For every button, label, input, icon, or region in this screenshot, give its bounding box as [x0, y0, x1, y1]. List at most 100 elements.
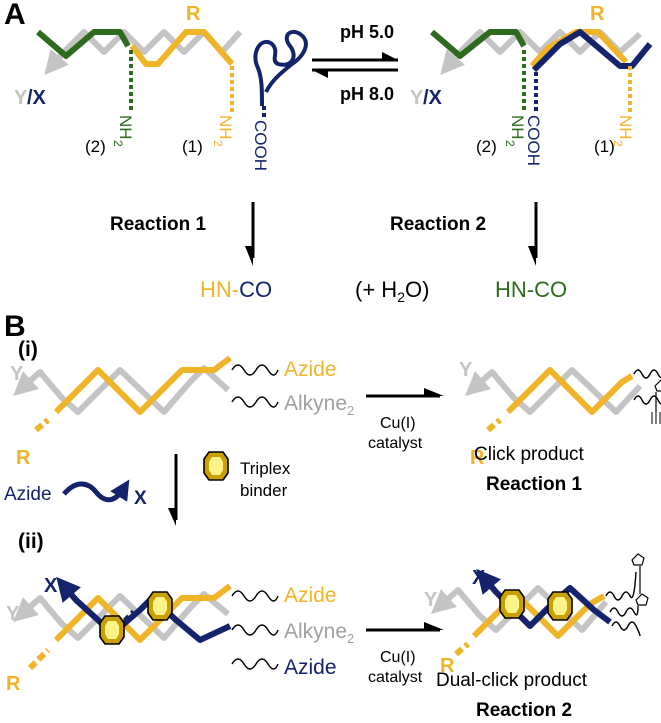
- amide-product-left: HN-CO: [200, 277, 272, 302]
- label-r-ii: R: [6, 673, 21, 695]
- reaction-1-label: Reaction 1: [110, 214, 207, 235]
- amide-product-right: HN-CO: [495, 277, 567, 302]
- triplex-binder-icon-2: [147, 591, 173, 621]
- reaction-2-label: Reaction 2: [390, 214, 486, 235]
- panel-a-left-duplex: [36, 29, 308, 120]
- gold-strand-helix: [53, 355, 232, 415]
- catalyst-arrow-top: [366, 388, 444, 398]
- dual-linker-bottom: [611, 621, 641, 637]
- svg-text:NH: NH: [616, 115, 635, 140]
- label-y-click: Y: [459, 359, 473, 381]
- navy-strand-right: [531, 29, 653, 73]
- panel-b-label: B: [4, 310, 26, 343]
- label-r-left: R: [186, 3, 201, 25]
- navy-strand: [476, 568, 612, 629]
- label-r-right: R: [590, 3, 605, 25]
- panel-a-label: A: [4, 0, 26, 31]
- down-arrow-middle: [168, 454, 178, 526]
- navy-coil: [253, 29, 308, 107]
- catalyst-bottom-line1: Cu(I): [380, 649, 416, 666]
- step-ii-label: (ii): [18, 530, 44, 553]
- click-product-caption: Click product: [474, 444, 585, 465]
- label-y-dual: Y: [424, 589, 438, 611]
- water-byproduct: (+ H2O): [355, 277, 429, 305]
- gold-strand: [454, 641, 470, 657]
- middle-azide-label: Azide: [4, 484, 52, 505]
- alkyne-linker: [231, 624, 279, 636]
- catalyst-top-line1: Cu(I): [380, 415, 416, 432]
- alkyne-linker: [231, 396, 279, 408]
- svg-text:2: 2: [211, 140, 225, 147]
- azide-x-strand: [62, 479, 130, 503]
- triazole-ring-2: [635, 593, 649, 606]
- navy-dash: [533, 603, 553, 623]
- azide-label-ii-1: Azide: [284, 584, 337, 607]
- reaction-1-arrow: [245, 202, 255, 266]
- gold-strand: [27, 647, 51, 671]
- click-linker-bottom: [633, 395, 661, 405]
- step-i-duplex: [13, 355, 279, 433]
- group-number-2-right: (2): [476, 137, 497, 156]
- triplex-binder-icon-4: [547, 591, 573, 621]
- catalyst-top-line2: catalyst: [368, 435, 423, 452]
- panel-a: A R Y /X NH 2 NH 2 COOH (2) (1): [4, 0, 653, 305]
- reaction-2-arrow: [528, 202, 538, 266]
- alkyne-bond: [651, 412, 661, 424]
- triplex-binder-icon-3: [499, 589, 525, 619]
- green-strand-segment: [36, 29, 131, 59]
- label-y-left: Y: [14, 87, 28, 109]
- group-number-2-left: (2): [85, 137, 106, 156]
- dual-click-reaction: Reaction 2: [476, 700, 572, 721]
- azide-linker: [231, 364, 279, 376]
- gold-strand: [34, 417, 50, 433]
- label-y-right: Y: [410, 87, 424, 109]
- svg-text:NH: NH: [508, 115, 527, 140]
- svg-text:2: 2: [611, 140, 625, 147]
- nh2-group-1-left: NH 2: [211, 115, 235, 147]
- label-x-right: /X: [423, 87, 443, 109]
- dual-linker-top: [605, 571, 637, 601]
- gray-strand: [465, 367, 643, 415]
- label-y-ii: Y: [6, 603, 20, 625]
- catalyst-arrow-bottom: [366, 622, 444, 632]
- green-strand-right: [430, 29, 527, 59]
- svg-text:NH: NH: [116, 115, 135, 140]
- binder-line1: Triplex: [240, 459, 291, 478]
- alkyne-label-i: Alkyne2: [284, 392, 354, 418]
- label-x-dual: X: [472, 567, 486, 589]
- svg-text:COOH: COOH: [251, 120, 270, 171]
- binder-line2: binder: [240, 481, 288, 500]
- click-linker-top: [633, 369, 661, 379]
- gold-strand-segment: [129, 29, 235, 67]
- svg-text:COOH: COOH: [524, 115, 543, 166]
- svg-text:2: 2: [503, 140, 517, 147]
- gray-strand: [431, 585, 609, 633]
- label-r-dual: R: [440, 655, 455, 677]
- gray-strand: [13, 365, 231, 415]
- middle-x-label: X: [134, 488, 147, 509]
- triplex-binder-icon: [203, 451, 229, 481]
- label-y-i: Y: [10, 363, 24, 385]
- nh2-group-2-left: NH 2: [111, 115, 135, 147]
- label-r-i: R: [16, 447, 31, 469]
- dual-linker-mid: [609, 605, 639, 617]
- nh2-group-2-right: NH 2: [503, 115, 527, 147]
- click-product-duplex: [465, 367, 661, 433]
- navy-strand: [56, 576, 232, 643]
- equilibrium-arrows: pH 5.0 pH 8.0: [312, 22, 398, 104]
- nh2-group-1-right: NH 2: [611, 115, 635, 147]
- label-x-left: /X: [27, 87, 47, 109]
- ph-top-label: pH 5.0: [340, 22, 394, 42]
- triazole-ring-1: [631, 553, 645, 566]
- azide-linker-1: [231, 590, 279, 602]
- group-number-1-left: (1): [182, 137, 203, 156]
- azide-label-ii-2: Azide: [284, 656, 337, 679]
- panel-a-right-duplex: [430, 29, 653, 112]
- label-x-ii: X: [44, 575, 58, 597]
- gold-strand-helix: [505, 367, 634, 415]
- azide-label-i: Azide: [284, 358, 337, 381]
- dual-click-caption: Dual-click product: [436, 670, 588, 691]
- svg-text:2: 2: [111, 140, 125, 147]
- group-number-1-right: (1): [594, 137, 615, 156]
